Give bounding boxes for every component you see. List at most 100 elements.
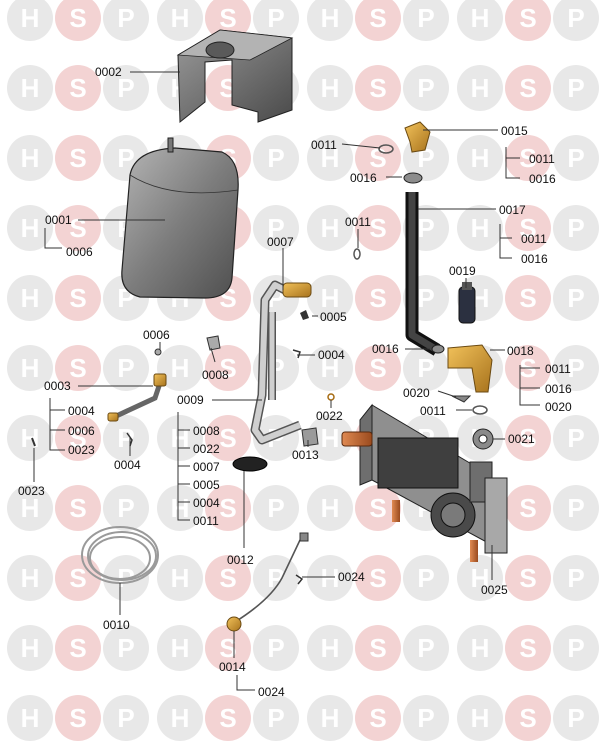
label-0003-sub-0023: 0023 — [68, 443, 95, 457]
watermark-letter: S — [369, 633, 386, 663]
screw-part — [31, 437, 36, 447]
watermark-letter: S — [69, 563, 86, 593]
watermark-circle — [7, 625, 53, 671]
watermark-letter: H — [171, 493, 190, 523]
label-0017-sub-0016: 0016 — [521, 252, 548, 266]
watermark-letter: S — [219, 353, 236, 383]
gasket-part — [232, 456, 268, 472]
label-0009-sub-0022: 0022 — [193, 442, 220, 456]
watermark-circle — [355, 65, 401, 111]
label-0015-sub-0011: 0011 — [529, 152, 555, 166]
label-0001: 0001 — [45, 213, 72, 227]
watermark-letter: S — [219, 423, 236, 453]
clip-part — [300, 310, 309, 320]
watermark-letter: P — [417, 73, 434, 103]
watermark-letter: S — [219, 493, 236, 523]
label-0023: 0023 — [18, 484, 45, 498]
watermark-letter: P — [267, 493, 284, 523]
clip-part — [403, 172, 423, 184]
watermark-circle — [505, 0, 551, 41]
watermark-circle — [355, 275, 401, 321]
watermark-circle — [205, 415, 251, 461]
watermark-letter: H — [321, 493, 340, 523]
watermark-circle — [307, 555, 353, 601]
watermark-letter: H — [21, 493, 40, 523]
watermark-letter: P — [567, 3, 584, 33]
watermark-letter: P — [267, 633, 284, 663]
watermark-letter: S — [519, 213, 536, 243]
label-0016: 0016 — [350, 171, 377, 185]
watermark-letter: S — [519, 423, 536, 453]
watermark-circle — [103, 0, 149, 41]
watermark-circle — [253, 0, 299, 41]
watermark-circle — [205, 345, 251, 391]
watermark-letter: S — [69, 143, 86, 173]
watermark-circle — [457, 135, 503, 181]
watermark-circle — [307, 65, 353, 111]
watermark-circle — [103, 415, 149, 461]
watermark-circle — [553, 555, 599, 601]
watermark-letter: S — [69, 353, 86, 383]
watermark-circle — [7, 345, 53, 391]
label-0021: 0021 — [508, 432, 535, 446]
watermark-circle — [55, 695, 101, 741]
watermark-letter: S — [69, 283, 86, 313]
watermark-circle — [505, 625, 551, 671]
label-0006: 0006 — [143, 328, 170, 342]
watermark-circle — [403, 625, 449, 671]
watermark-letter: P — [567, 143, 584, 173]
watermark-letter: P — [417, 213, 434, 243]
watermark-letter: S — [369, 73, 386, 103]
watermark-circle — [553, 415, 599, 461]
watermark-circle — [457, 65, 503, 111]
o-ring-part — [378, 144, 394, 154]
watermark-letter: H — [321, 703, 340, 733]
watermark-circle — [103, 695, 149, 741]
watermark-circle — [553, 0, 599, 41]
watermark-letter: S — [519, 703, 536, 733]
watermark-circle — [157, 625, 203, 671]
watermark-letter: P — [417, 3, 434, 33]
watermark-circle — [403, 555, 449, 601]
bracket-part — [176, 29, 294, 124]
watermark-letter: S — [369, 283, 386, 313]
watermark-circle — [505, 485, 551, 531]
watermark-letter: P — [417, 283, 434, 313]
watermark-circle — [253, 625, 299, 671]
watermark-letter: S — [519, 283, 536, 313]
label-0002: 0002 — [95, 65, 122, 79]
watermark-letter: S — [69, 3, 86, 33]
watermark-circle — [7, 135, 53, 181]
label-0013: 0013 — [292, 448, 319, 462]
watermark-letter: H — [321, 283, 340, 313]
watermark-letter: S — [369, 563, 386, 593]
watermark-circle — [157, 415, 203, 461]
watermark-circle — [55, 415, 101, 461]
watermark-circle — [7, 205, 53, 251]
watermark-circle — [55, 485, 101, 531]
watermark-circle — [307, 485, 353, 531]
clip-part — [126, 432, 133, 447]
watermark-letter: P — [567, 353, 584, 383]
expansion-vessel-part — [121, 137, 239, 299]
brass-elbow-part — [404, 121, 431, 153]
watermark-circle — [7, 0, 53, 41]
watermark-circle — [7, 555, 53, 601]
watermark-letter: H — [321, 73, 340, 103]
label-0011: 0011 — [345, 215, 371, 229]
watermark-letter: H — [21, 563, 40, 593]
watermark-letter: P — [267, 143, 284, 173]
watermark-letter: S — [219, 3, 236, 33]
label-0018: 0018 — [507, 344, 534, 358]
watermark-circle — [457, 0, 503, 41]
watermark-circle — [307, 695, 353, 741]
watermark-letter: H — [21, 633, 40, 663]
watermark-circle — [505, 205, 551, 251]
watermark-letter: H — [321, 143, 340, 173]
watermark-letter: S — [69, 493, 86, 523]
watermark-circle — [505, 695, 551, 741]
watermark-letter: P — [417, 633, 434, 663]
watermark-circle — [553, 275, 599, 321]
watermark-letter: P — [267, 3, 284, 33]
watermark-letter: H — [471, 3, 490, 33]
